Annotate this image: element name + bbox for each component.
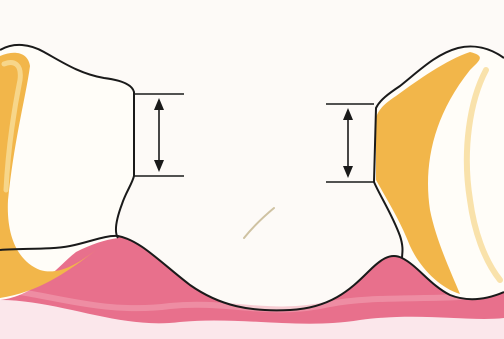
tooth-gap-illustration [0,0,504,339]
dental-diagram [0,0,504,339]
